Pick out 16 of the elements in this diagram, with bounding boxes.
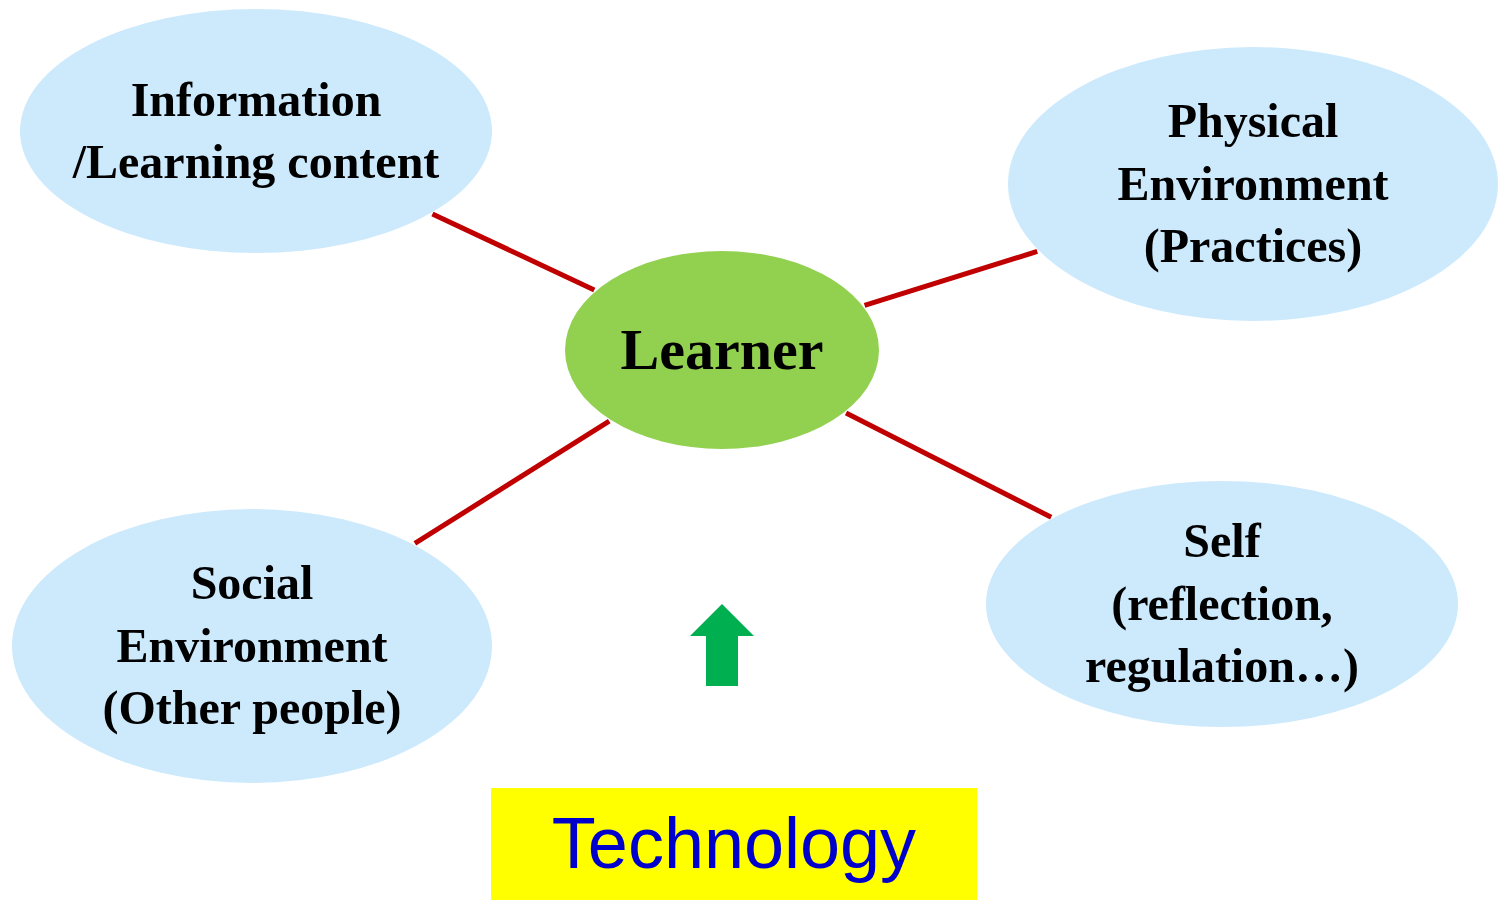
ellipse-node bbox=[12, 509, 492, 783]
node-label: Self (reflection, regulation…) bbox=[1084, 513, 1360, 695]
ellipse-node bbox=[20, 9, 492, 253]
connector-line bbox=[844, 410, 1053, 520]
label-text: Technology bbox=[551, 802, 917, 886]
ellipse-node bbox=[986, 481, 1458, 727]
ellipse-node bbox=[565, 251, 879, 449]
connector-line bbox=[863, 249, 1038, 308]
node-label: Physical Environment (Practices) bbox=[1116, 93, 1390, 275]
label-box bbox=[491, 788, 977, 900]
node-label: Social Environment (Other people) bbox=[101, 555, 403, 737]
connector-line bbox=[431, 211, 596, 293]
ellipse-node bbox=[1008, 47, 1498, 321]
connector-line bbox=[413, 418, 611, 546]
node-label: Learner bbox=[619, 316, 825, 385]
node-label: Information /Learning content bbox=[71, 71, 441, 190]
